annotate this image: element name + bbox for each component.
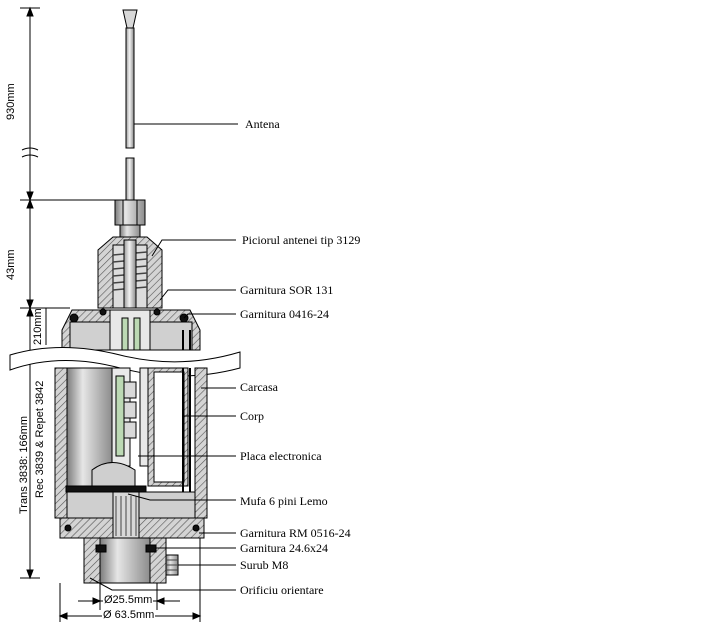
dim-variant-trans: Trans 3838: 166mm [18, 415, 30, 514]
vertical-dimension-lines [20, 6, 115, 580]
callout-body: Corp [240, 409, 264, 423]
dim-connector-diameter: Ø25.5mm [103, 594, 154, 606]
dim-housing-height: 210mm [32, 308, 44, 345]
antenna-whip [122, 9, 138, 201]
callout-screw-m8: Surub M8 [240, 558, 289, 572]
callout-gasket-0416: Garnitura 0416-24 [240, 307, 329, 321]
callout-antenna-base: Piciorul antenei tip 3129 [242, 233, 361, 247]
housing-body [54, 367, 208, 523]
dim-antenna-length: 930mm [5, 83, 17, 120]
callout-antenna: Antena [245, 117, 280, 131]
dim-variant-rec: Rec 3839 & Repet 3842 [34, 380, 46, 498]
callout-housing: Carcasa [240, 380, 278, 394]
callout-gasket-sor131: Garnitura SOR 131 [240, 283, 334, 297]
antenna-base [97, 199, 163, 309]
callout-orientation-hole: Orificiu orientare [240, 583, 324, 597]
callout-lemo-connector: Mufa 6 pini Lemo [240, 494, 328, 508]
bottom-connector-section [59, 491, 205, 584]
callout-gasket-rm0516: Garnitura RM 0516-24 [240, 526, 351, 540]
dim-antenna-base-height: 43mm [5, 249, 17, 280]
leader-lines [89, 123, 238, 591]
callout-electronic-board: Placa electronica [240, 449, 322, 463]
callout-gasket-24-6x24: Garnitura 24.6x24 [240, 541, 328, 555]
dim-body-diameter: Ø 63.5mm [102, 609, 156, 621]
housing-top-section [61, 308, 201, 351]
